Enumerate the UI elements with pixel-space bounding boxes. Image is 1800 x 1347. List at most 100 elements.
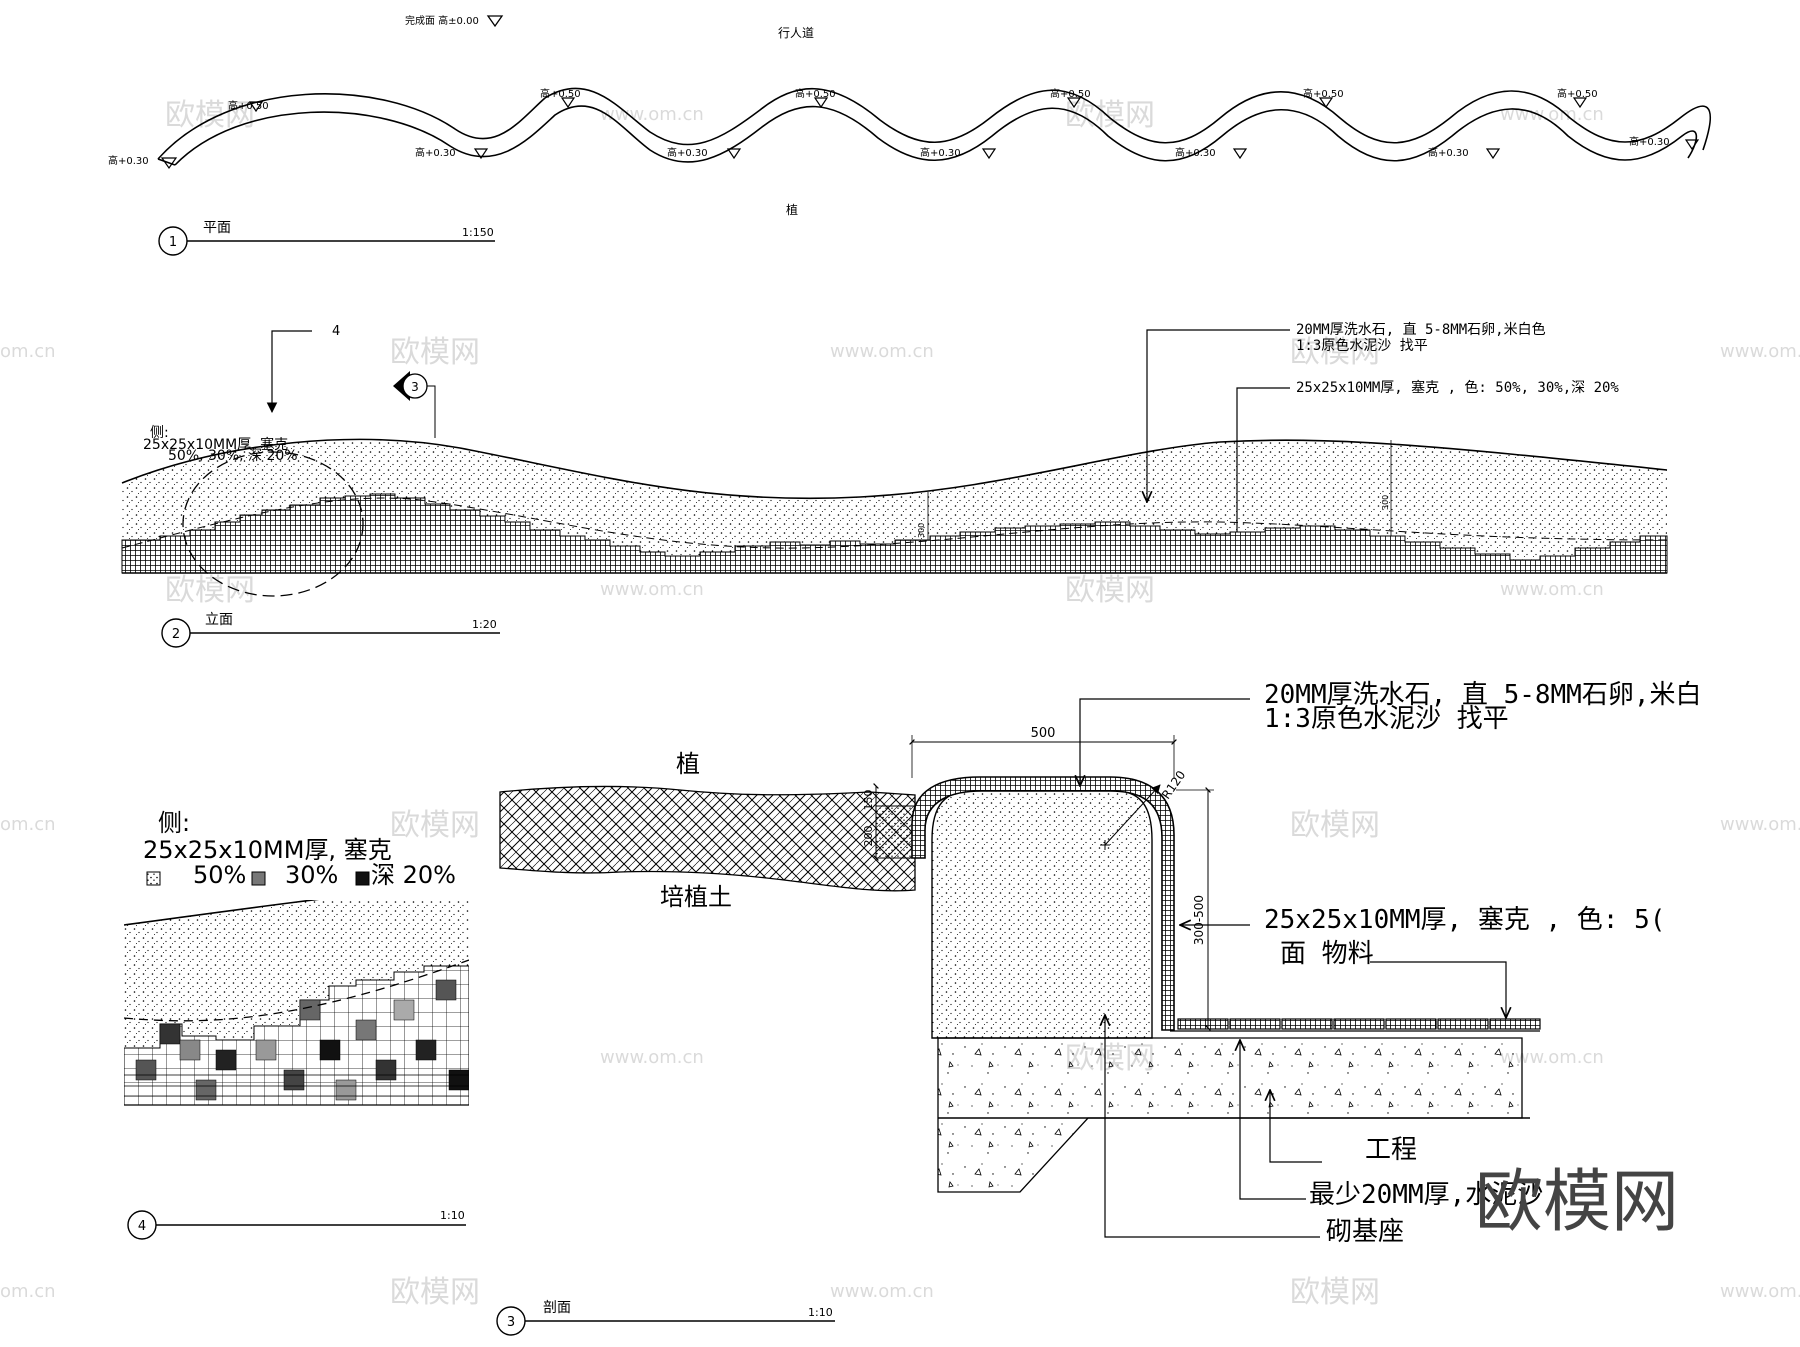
watermark-site: om.cn <box>0 814 56 835</box>
plan-top-label: 行人道 <box>778 26 814 40</box>
watermark-site: www.om.cn <box>1720 814 1800 835</box>
plan-level-labels: 高+0.30 高+0.50 高+0.30 高+0.50 高+0.30 高+0.5… <box>108 87 1670 167</box>
section-marker-leader <box>427 385 436 438</box>
watermark-site: www.om.cn <box>830 1281 934 1302</box>
watermark-site: www.om.cn <box>1500 104 1604 125</box>
plan-bottom-label: 植 <box>786 202 798 217</box>
watermark-site: www.om.cn <box>600 1047 704 1068</box>
plan-number: 1 <box>169 235 177 250</box>
elevation-left-note-line: 25x25x10MM厚, 塞克 <box>143 436 288 453</box>
plan-wave-edge-outer <box>157 87 1712 160</box>
watermark-brand: 欧模网 <box>1290 808 1380 843</box>
detail-scale: 1:10 <box>440 1209 465 1222</box>
elevation-dashed-line <box>121 497 1668 549</box>
elevation-note-top-line: 20MM厚洗水石, 直 5-8MM石卵,米白色 <box>1296 321 1546 338</box>
svg-text:高+0.50: 高+0.50 <box>228 99 269 112</box>
section-note-base-leader <box>1105 1015 1320 1238</box>
svg-text:高+0.50: 高+0.50 <box>1557 87 1598 100</box>
section-title: 剖面 <box>543 1300 571 1316</box>
detail-note-line: 深 20% <box>371 861 456 889</box>
watermark-brand: 欧模网 <box>1065 573 1155 608</box>
watermark-site: om.cn <box>0 341 56 362</box>
plan-view: 完成面 高±0.00 行人道 高+0.30 高+0.50 高+0.30 <box>108 14 1712 256</box>
watermark-brand: 欧模网 <box>165 573 255 608</box>
watermark-site: www.om.cn <box>1500 579 1604 600</box>
watermark-site: www.om.cn <box>1500 1047 1604 1068</box>
svg-text:高+0.30: 高+0.30 <box>415 146 456 159</box>
watermark-site: www.om.cn <box>830 341 934 362</box>
watermark-site: www.om.cn <box>600 579 704 600</box>
svg-text:高+0.30: 高+0.30 <box>1428 146 1469 159</box>
section-note-base: 砌基座 <box>1326 1217 1404 1247</box>
section-label-soil: 培植土 <box>660 883 732 911</box>
plan-scale: 1:150 <box>462 226 494 239</box>
plan-level-markers <box>160 97 1700 170</box>
watermark-brand: 欧模网 <box>1290 335 1380 370</box>
plan-finish-level: 完成面 高±0.00 <box>405 14 479 27</box>
plan-wave-edge-inner <box>174 105 1698 166</box>
section-scale: 1:10 <box>808 1306 833 1319</box>
section-note-works-leader <box>1270 1090 1322 1163</box>
watermark-site: www.om.cn <box>1720 341 1800 362</box>
svg-text:高+0.30: 高+0.30 <box>1629 135 1670 148</box>
plan-title: 平面 <box>203 220 231 236</box>
svg-text:高+0.50: 高+0.50 <box>1303 87 1344 100</box>
section-view: 500 300-500 150 200 R120 植 培植土 20MM厚洗水石,… <box>496 680 1702 1336</box>
section-radius-center-icon <box>1100 840 1110 850</box>
section-note-mortar-leader <box>1240 1040 1306 1200</box>
detail-note-line: 30% <box>285 861 338 889</box>
watermark-brand: 欧模网 <box>390 1275 480 1310</box>
watermark-brand: 欧模网 <box>1290 1275 1380 1310</box>
svg-text:高+0.30: 高+0.30 <box>667 146 708 159</box>
section-curb-block <box>931 789 1153 1039</box>
section-marker-number: 3 <box>411 380 419 394</box>
elevation-view: 300 300 4 3 侧: 25x25x10MM厚, 塞克 50%, 30%,… <box>121 321 1668 648</box>
svg-text:高+0.50: 高+0.50 <box>540 87 581 100</box>
watermark-site: www.om.cn <box>1720 1281 1800 1302</box>
section-label-plant: 植 <box>676 750 700 778</box>
section-note-surface-leader <box>1370 961 1506 1018</box>
section-dim-small2: 200 <box>862 826 875 847</box>
elevation-title: 立面 <box>205 612 233 628</box>
section-dim-width: 500 <box>1031 726 1056 741</box>
section-number: 3 <box>507 1315 515 1330</box>
section-dim-height: 300-500 <box>1192 895 1206 945</box>
section-note-top-leader <box>1080 698 1250 786</box>
section-planting-soil <box>499 785 916 892</box>
svg-text:高+0.50: 高+0.50 <box>795 87 836 100</box>
watermark-brand: 欧模网 <box>165 98 255 133</box>
elevation-dim: 300 <box>1381 495 1390 510</box>
elevation-mosaic-leader <box>1236 387 1290 532</box>
detail-view: 侧: 25x25x10MM厚, 塞克 50% 30% 深 20% <box>124 809 469 1240</box>
detail-top-curve <box>124 900 320 926</box>
svg-text:高+0.30: 高+0.30 <box>920 146 961 159</box>
watermark-site: om.cn <box>0 1281 56 1302</box>
detail-clip <box>124 900 469 1105</box>
watermark-site: www.om.cn <box>600 104 704 125</box>
elevation-dim: 300 <box>917 523 926 538</box>
watermark-brand: 欧模网 <box>390 808 480 843</box>
svg-text:高+0.30: 高+0.30 <box>1175 146 1216 159</box>
watermark-brand: 欧模网 <box>390 335 480 370</box>
section-pebble-cap <box>911 776 1175 1031</box>
elevation-scale: 1:20 <box>472 618 497 631</box>
detail-callout-circle <box>182 451 364 597</box>
svg-text:高+0.30: 高+0.30 <box>108 154 149 167</box>
detail-mosaic-tiles <box>135 979 469 1101</box>
section-radius-leader <box>1104 784 1161 846</box>
detail-note-line: 侧: <box>158 809 190 837</box>
detail-dashed-line <box>124 959 469 1022</box>
mosaic-dark-swatch-icon <box>355 871 370 886</box>
detail-hatch-lines <box>124 1074 469 1097</box>
elevation-number: 2 <box>172 627 180 642</box>
brand-watermark-large: 欧模网 <box>1475 1163 1679 1242</box>
mosaic-light-swatch-icon <box>146 871 161 886</box>
section-note-mosaic: 25x25x10MM厚, 塞克 , 色: 5( <box>1264 905 1665 935</box>
section-concrete-base <box>937 1037 1523 1193</box>
elevation-left-note-line: 侧: <box>150 425 169 441</box>
detail-number: 4 <box>138 1219 146 1234</box>
detail-note-line: 25x25x10MM厚, 塞克 <box>143 836 392 864</box>
elevation-note-leader <box>1147 329 1290 502</box>
elevation-note-mosaic: 25x25x10MM厚, 塞克 , 色: 50%, 30%,深 20% <box>1296 379 1619 396</box>
